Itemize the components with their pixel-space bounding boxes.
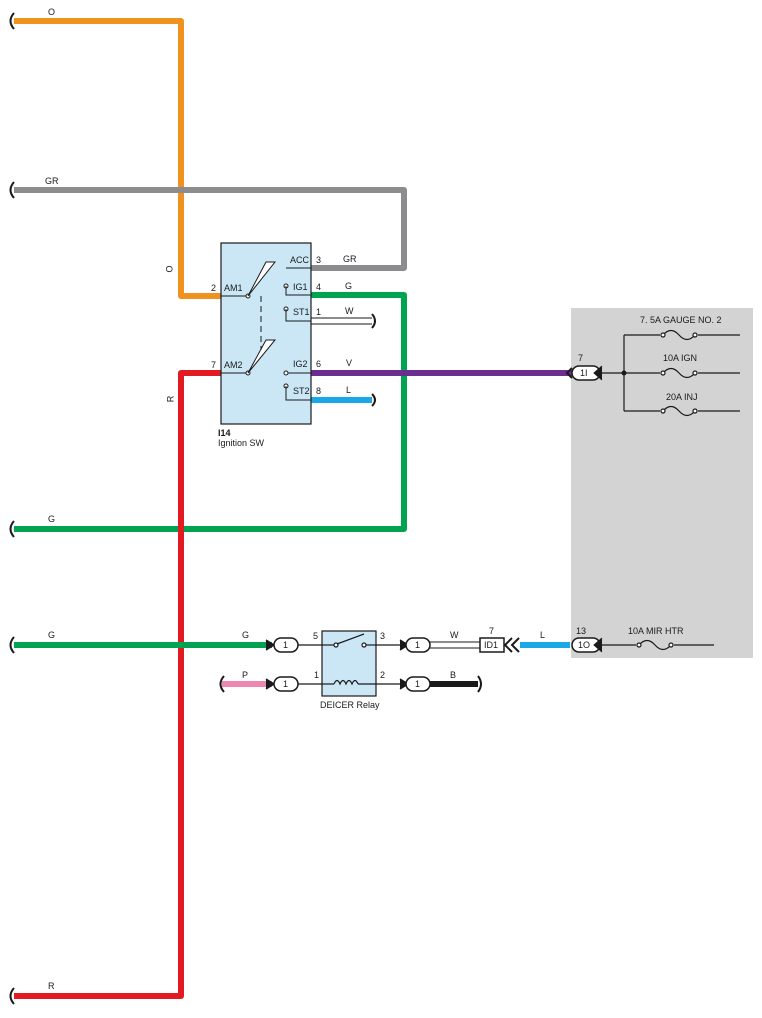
- relay-connectors: [265, 637, 431, 692]
- wire-w-st1-end: [371, 313, 376, 329]
- connector-1i-chevron: [565, 367, 573, 379]
- connector-1i-arrow: [593, 365, 603, 381]
- wire-b-end: [477, 675, 482, 693]
- fuse-box-area: [571, 308, 753, 658]
- deicer-relay-body: [321, 630, 377, 697]
- wire-g-ig1: [14, 292, 407, 532]
- fuse-symbol: [636, 329, 698, 651]
- fuse-junction-dot: [621, 370, 627, 376]
- deicer-relay-internals: [322, 633, 376, 686]
- wire-o: [14, 18, 221, 299]
- wire-l-st2-end: [371, 393, 376, 407]
- connector-id1-arrow: [503, 637, 520, 653]
- relay-leads: [298, 644, 400, 685]
- wire-gr: [14, 187, 407, 271]
- connector-id1-body: [479, 637, 505, 653]
- wire-breaks: [9, 12, 15, 1005]
- connector-1o-arrow: [593, 637, 603, 653]
- ignition-switch-contacts: [221, 261, 311, 401]
- wire-p-end: [219, 675, 225, 693]
- wire-r: [14, 370, 221, 999]
